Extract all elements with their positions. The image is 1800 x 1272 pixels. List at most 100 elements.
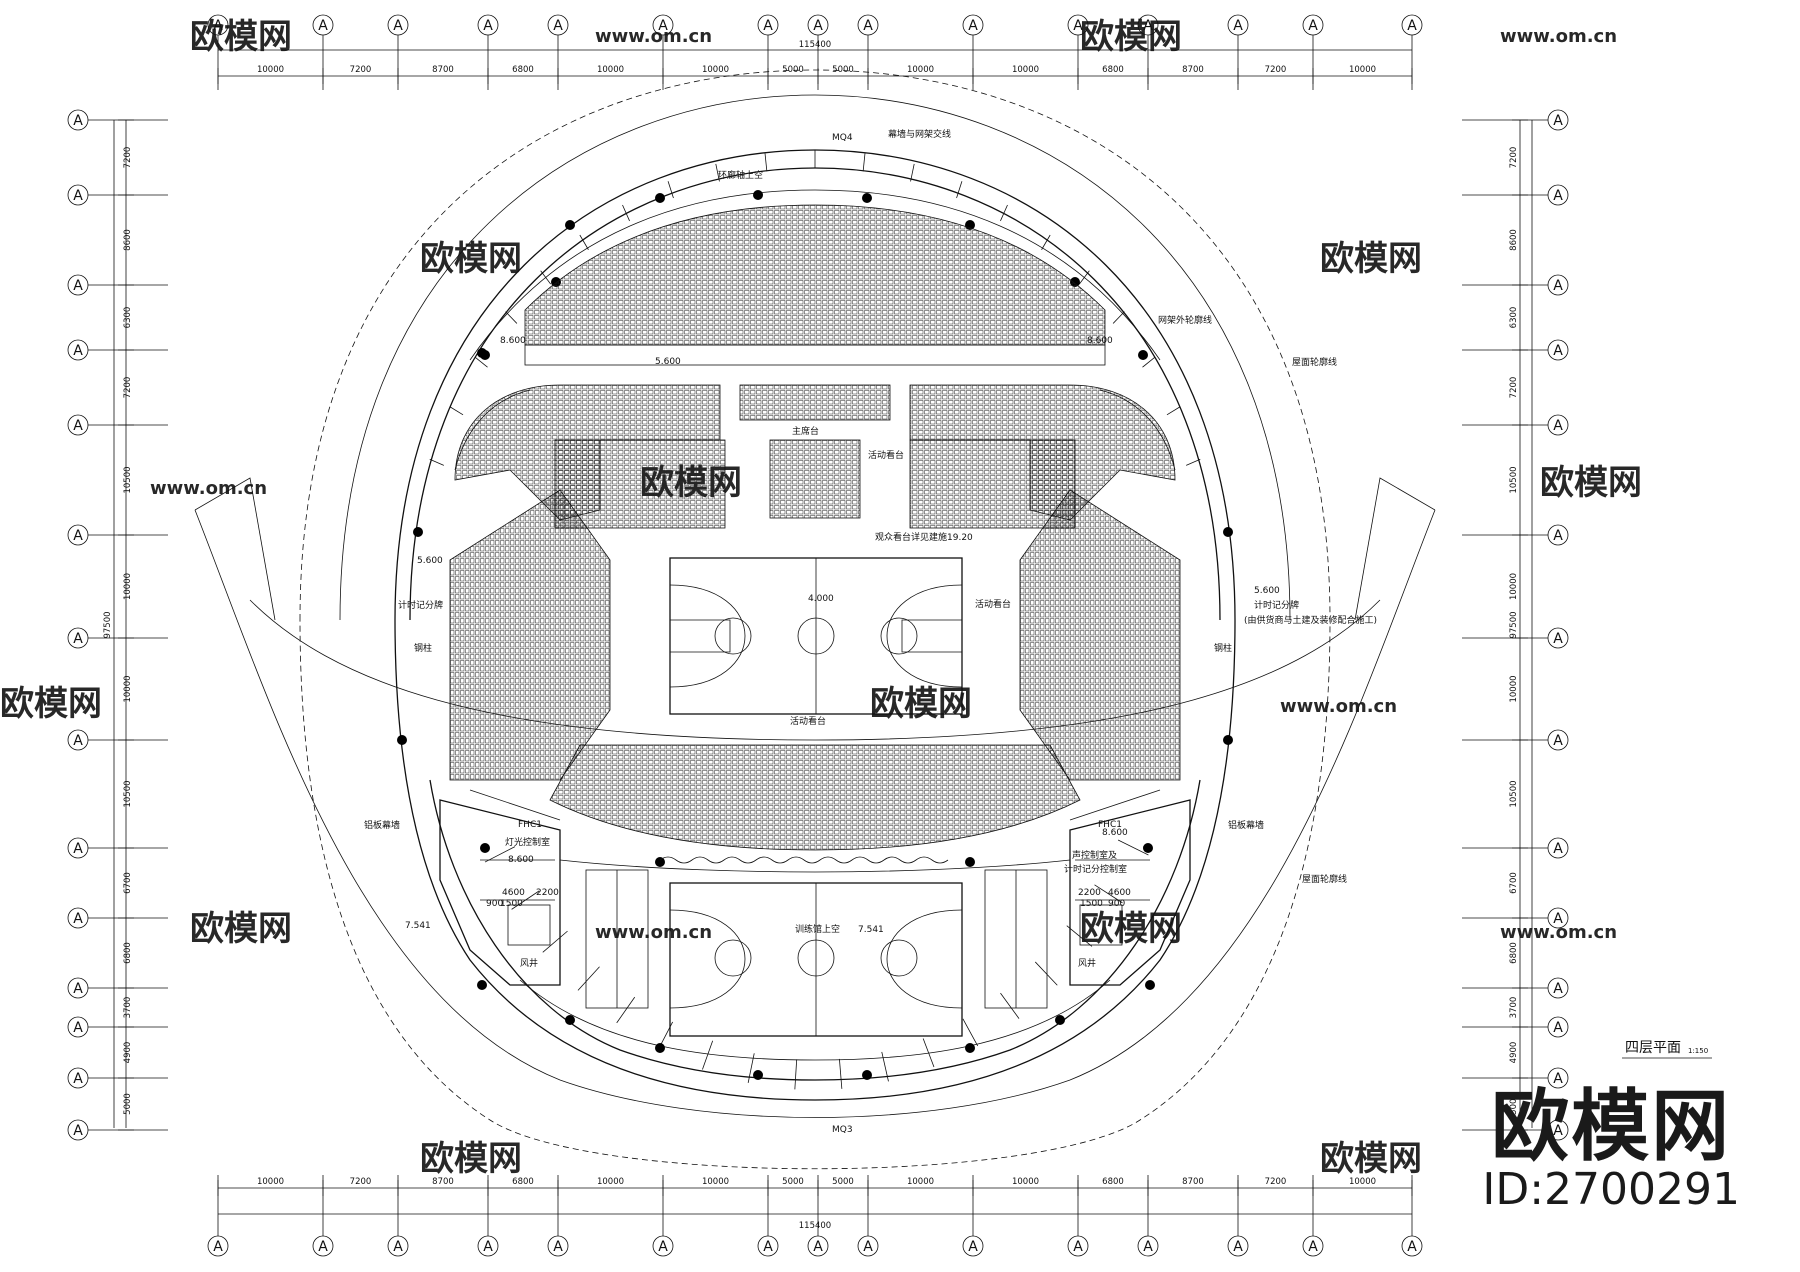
axis-bubble bbox=[67, 524, 89, 546]
ring-segment bbox=[910, 163, 915, 182]
watermark: 欧模网 bbox=[1540, 463, 1642, 503]
watermark: 欧模网 bbox=[1320, 239, 1422, 279]
dimension-value: 4900 bbox=[123, 1042, 133, 1064]
seating bbox=[449, 204, 1181, 851]
label-movable-stand-right: 活动看台 bbox=[975, 598, 1011, 610]
axis-bubble bbox=[1401, 1235, 1423, 1257]
ring-segment bbox=[764, 153, 768, 172]
axis-label: A bbox=[1308, 18, 1318, 34]
south-movable-stand bbox=[549, 744, 1081, 851]
label-lighting-room: 灯光控制室 bbox=[505, 836, 550, 848]
axis-label: A bbox=[73, 1123, 83, 1139]
dimension-value: 10500 bbox=[123, 780, 133, 807]
axis-bubble bbox=[1547, 1067, 1569, 1089]
axis-bubble bbox=[857, 1235, 879, 1257]
label-roof-outline: 屋面轮廓线 bbox=[1292, 356, 1337, 368]
label-mq4: MQ4 bbox=[832, 133, 853, 143]
annotations: MQ4 MQ3 幕墙与网架交线 环廊轴上空 网架外轮廓线 屋面轮廓线 屋面轮廓线… bbox=[364, 128, 1377, 1135]
room-dim: 1500 bbox=[1080, 899, 1103, 909]
axis-label: A bbox=[1553, 1123, 1563, 1139]
axis-label: A bbox=[318, 1239, 328, 1255]
ring-segment bbox=[1117, 839, 1149, 856]
axis-label: A bbox=[1553, 343, 1563, 359]
axis-label: A bbox=[213, 1239, 223, 1255]
axis-bubble bbox=[962, 1235, 984, 1257]
label-training-void: 训练馆上空 bbox=[795, 923, 840, 935]
dimension-value: 8700 bbox=[432, 65, 454, 75]
dimension-value: 7200 bbox=[1265, 1177, 1287, 1187]
label-elev-5600-right: 5.600 bbox=[1254, 586, 1280, 596]
label-elev-5600-center: 5.600 bbox=[655, 357, 681, 367]
dimension-value: 10000 bbox=[702, 65, 729, 75]
watermark: 欧模网 bbox=[420, 1139, 522, 1179]
main-court: 4.000 bbox=[669, 557, 963, 715]
axis-label: A bbox=[553, 1239, 563, 1255]
axis-bubble bbox=[1547, 977, 1569, 999]
axis-bubble bbox=[1302, 14, 1324, 36]
axis-label: A bbox=[1553, 188, 1563, 204]
label-wind-shaft-left: 风井 bbox=[520, 957, 538, 969]
dimension-value: 10000 bbox=[123, 675, 133, 702]
ring-segment bbox=[1186, 458, 1201, 466]
axis-label: A bbox=[213, 18, 223, 34]
axis-label: A bbox=[483, 1239, 493, 1255]
axis-label: A bbox=[1553, 841, 1563, 857]
axis-label: A bbox=[73, 733, 83, 749]
ring-segment bbox=[616, 996, 636, 1024]
axis-label: A bbox=[73, 528, 83, 544]
axis-bubble bbox=[547, 14, 569, 36]
axis-bubble bbox=[1137, 1235, 1159, 1257]
dimension-value: 7200 bbox=[1265, 65, 1287, 75]
dimension-value: 8600 bbox=[1509, 229, 1519, 251]
axis-bubble bbox=[67, 1067, 89, 1089]
dimension-value: 6800 bbox=[1509, 942, 1519, 964]
axis-label: A bbox=[763, 18, 773, 34]
dimension-value: 10000 bbox=[597, 1177, 624, 1187]
ring-segment bbox=[474, 356, 488, 368]
dimension-value: 6300 bbox=[1509, 307, 1519, 329]
court-elevation: 4.000 bbox=[808, 594, 834, 604]
label-wind-shaft-right: 风井 bbox=[1078, 957, 1096, 969]
column bbox=[753, 190, 763, 200]
axis-bubble bbox=[67, 1119, 89, 1141]
dimension-value: 8700 bbox=[1182, 1177, 1204, 1187]
axis-label: A bbox=[968, 1239, 978, 1255]
ring-segment bbox=[881, 1051, 889, 1082]
axis-label: A bbox=[73, 1020, 83, 1036]
plan-title: 四层平面 bbox=[1625, 1040, 1681, 1056]
dimension-value: 5000 bbox=[123, 1093, 133, 1115]
ring-segment bbox=[1000, 204, 1008, 222]
axis-label: A bbox=[73, 841, 83, 857]
axis-bubble bbox=[312, 1235, 334, 1257]
axis-bubble bbox=[1067, 14, 1089, 36]
vip-stand bbox=[739, 384, 891, 421]
axis-label: A bbox=[1143, 18, 1153, 34]
ring-segment bbox=[962, 1018, 979, 1047]
column bbox=[397, 735, 407, 745]
room-dim: 2200 bbox=[536, 888, 559, 898]
roof-outline bbox=[194, 69, 1436, 1170]
watermark: 欧模网 bbox=[870, 684, 972, 724]
label-elev-left: 8.600 bbox=[508, 855, 534, 865]
dimension-value: 10500 bbox=[123, 466, 133, 493]
ring-segment bbox=[747, 1053, 755, 1083]
label-roof-outline-2: 屋面轮廓线 bbox=[1302, 873, 1347, 885]
dimension-value: 7200 bbox=[1509, 377, 1519, 399]
axis-label: A bbox=[1553, 1020, 1563, 1036]
room-dim: 2200 bbox=[1078, 888, 1101, 898]
label-net-frame-outline: 网架外轮廓线 bbox=[1158, 314, 1212, 326]
axis-bubble bbox=[312, 14, 334, 36]
label-alum-wall-left: 铝板幕墙 bbox=[364, 819, 400, 831]
watermark: 欧模网 bbox=[0, 684, 102, 724]
axis-label: A bbox=[813, 18, 823, 34]
ring-segment bbox=[429, 458, 444, 466]
ring-segment bbox=[449, 406, 464, 416]
axis-label: A bbox=[968, 18, 978, 34]
axis-bubble bbox=[387, 14, 409, 36]
axis-bubble bbox=[1137, 14, 1159, 36]
axis-bubble bbox=[1547, 1119, 1569, 1141]
